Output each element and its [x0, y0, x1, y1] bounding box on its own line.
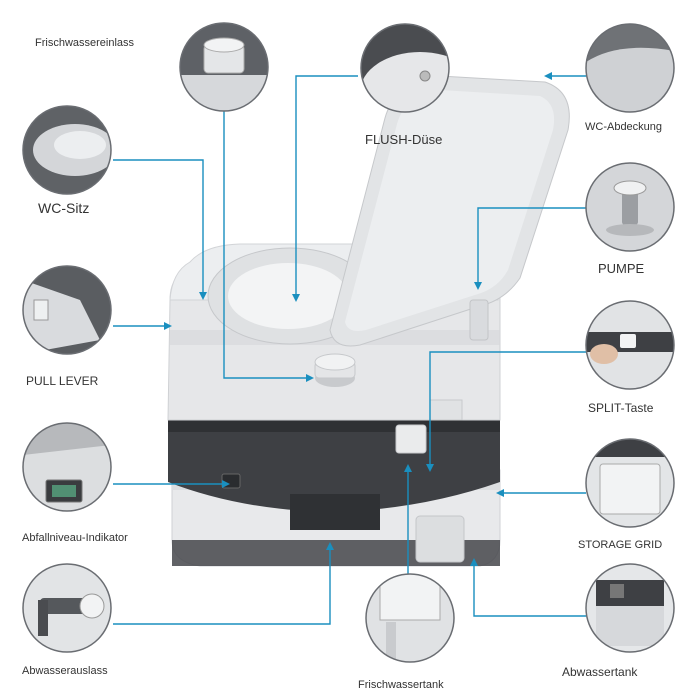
detail-circle-flush-duese	[360, 23, 450, 113]
detail-circle-abfallniveau	[22, 422, 112, 512]
callout-line-frischwassereinlass	[223, 111, 314, 382]
split-button-icon	[590, 334, 636, 364]
lid-cover-icon	[586, 47, 674, 112]
detail-circle-abwassertank	[585, 563, 675, 653]
detail-circle-storage-grid	[585, 438, 675, 528]
label-storage-grid: STORAGE GRID	[578, 539, 663, 551]
label-flush-duese: FLUSH-Düse	[365, 132, 443, 147]
detail-circle-abwasserauslass	[22, 563, 112, 653]
label-wc-sitz: WC-Sitz	[38, 200, 90, 216]
label-pumpe: PUMPE	[598, 261, 645, 276]
detail-circle-frischwassertank	[365, 573, 455, 663]
detail-circle-pull-lever	[22, 265, 112, 355]
storage-grid-icon	[599, 463, 661, 515]
label-frischwassereinlass: Frischwassereinlass	[35, 37, 135, 49]
detail-circle-wc-abdeckung	[585, 23, 675, 113]
detail-circle-wc-sitz	[22, 105, 112, 195]
detail-circle-pumpe	[585, 162, 675, 252]
label-frischwassertank: Frischwassertank	[358, 679, 444, 691]
outlet-pipe-icon	[38, 593, 105, 636]
label-split-taste: SPLIT-Taste	[588, 401, 654, 415]
detail-circle-frischwassereinlass	[179, 22, 269, 112]
callout-line-pumpe	[474, 207, 586, 290]
lever-icon	[23, 280, 100, 354]
level-indicator-icon	[45, 479, 83, 503]
callout-line-split-taste	[426, 351, 586, 472]
fresh-tank-icon	[379, 574, 441, 662]
callout-line-wc-sitz	[113, 159, 207, 300]
label-abwassertank: Abwassertank	[562, 665, 638, 679]
callout-line-flush-duese	[292, 75, 358, 302]
label-abfallniveau-indikator: Abfallniveau-Indikator	[22, 532, 128, 544]
label-abwasserauslass: Abwasserauslass	[22, 665, 108, 677]
callout-line-abwasserauslass	[113, 542, 334, 625]
callout-line-abwassertank	[470, 558, 586, 617]
label-pull-lever: PULL LEVER	[26, 374, 99, 388]
callout-lines	[113, 72, 586, 625]
detail-circle-split-taste	[585, 300, 675, 390]
flush-nozzle-icon	[419, 70, 431, 82]
toilet-product	[167, 75, 570, 567]
waste-tank-icon	[596, 580, 664, 646]
pump-icon	[606, 180, 654, 236]
seat-icon	[33, 124, 111, 176]
fill-cap-icon	[203, 37, 245, 74]
label-wc-abdeckung: WC-Abdeckung	[585, 121, 663, 133]
